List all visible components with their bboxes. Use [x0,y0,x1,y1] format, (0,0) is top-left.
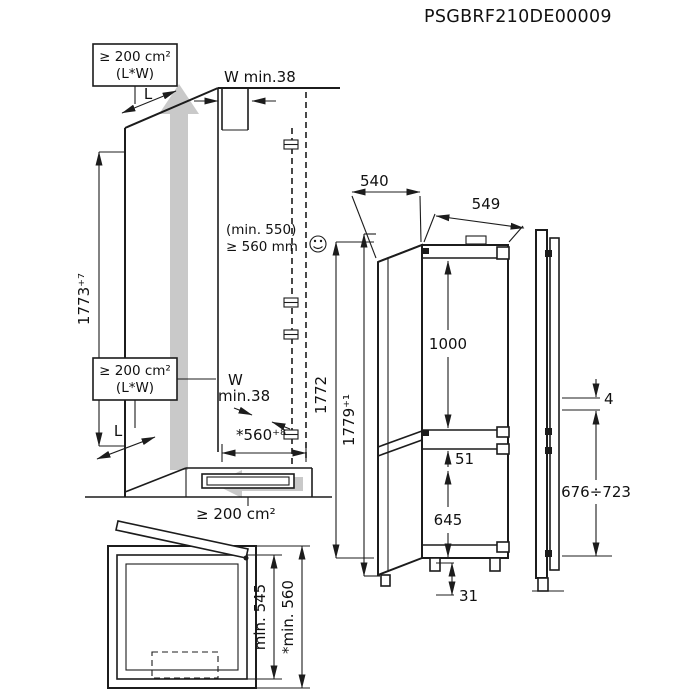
base-31-label: 31 [459,587,478,605]
hinge-bottom [496,541,510,553]
dim-wall-mid: W min.38 [218,371,291,431]
vent-top-area-label: ≥ 200 cm² [99,49,171,65]
hinge-645-label: 645 [434,511,463,529]
vent-label-bottom: ≥ 200 cm² [196,497,276,523]
profile-furniture-door [535,229,548,579]
top-view-open-door [115,520,249,559]
appliance-height-label: 1779⁺¹ [340,394,358,446]
depth-rec-label: ≥ 560 mm [226,239,298,255]
hinge-1000-label: 1000 [429,335,467,353]
dim-depth-545: min. 545 [247,554,282,680]
profile-view [532,229,564,592]
top-view [107,520,257,689]
dim-length-top: L [121,85,177,114]
doc-number: PSGBRF210DE00009 [424,7,612,27]
top-hinge-cover [465,235,487,245]
hinge-marker [283,297,299,308]
dim-handle-range: 676÷723 [561,410,631,557]
hinge-mid-lower [496,443,510,455]
inner-height-label: 1772 [312,376,330,414]
dim-inner-width: *560⁺⁸ [221,426,307,462]
top-view-vent [151,651,219,679]
dim-inner-height: 1772 [312,241,374,559]
niche-height-label: 1773⁺⁷ [75,273,93,325]
vent-mid-area-label: ≥ 200 cm² [99,363,171,379]
appliance-side-face [421,244,509,559]
depth-560-label: *min. 560 [279,580,297,654]
hinge-top [496,246,510,260]
foot [380,574,391,587]
wall-top-label: W min.38 [224,68,296,86]
dim-hinge-645: 645 [434,470,463,558]
note-depth: (min. 550) ≥ 560 mm [226,222,327,255]
airflow-arrow-up [159,84,199,470]
wall-mid-min-label: min.38 [218,387,270,405]
door-gap-label: 4 [604,390,614,408]
vent-mid-area-sub: (L*W) [116,380,154,396]
length-top-label: L [144,85,153,103]
vent-bottom-label: ≥ 200 cm² [196,505,276,523]
dim-appliance-depth: 549 [423,195,525,243]
hinge-marker [283,429,299,440]
dim-base-31: 31 [436,562,478,605]
depth-545-label: min. 545 [251,584,269,650]
vent-top-area-sub: (L*W) [116,66,154,82]
smiley-icon [309,235,327,253]
dim-appliance-height: 1779⁺¹ [340,233,380,577]
depth-min-label: (min. 550) [226,222,296,238]
vent-area-top: ≥ 200 cm² (L*W) [92,43,178,104]
appliance-width-label: 540 [360,172,389,190]
dim-door-gap: 4 [562,379,614,411]
profile-appliance-door [549,237,560,571]
appliance-body [377,235,510,587]
foot [489,557,501,572]
dim-appliance-width: 540 [351,172,422,259]
wall-mid-w-label: W [228,371,243,389]
niche-structure [85,87,340,498]
inner-width-label: *560⁺⁸ [236,426,286,444]
dim-niche-height: 1773⁺⁷ [75,151,124,447]
handle-range-label: 676÷723 [561,483,631,501]
length-mid-label: L [114,422,123,440]
plinth-vent-slot [201,473,295,489]
dim-hinge-51: 51 [444,450,474,468]
profile-foot [537,577,549,592]
vent-area-mid: ≥ 200 cm² (L*W) [92,357,216,428]
dim-hinge-1000: 1000 [429,260,467,429]
hinge-marker [283,139,299,150]
foot [429,557,441,572]
dim-wall-top: W min.38 [194,68,296,105]
hinge-51-label: 51 [455,450,474,468]
dim-depth-560: *min. 560 [256,545,310,689]
hinge-marker [283,329,299,340]
top-view-cabinet [107,545,257,689]
hinge-mid-upper [496,426,510,438]
dim-length-mid: L [96,422,156,460]
door-hinge-point [243,555,249,561]
appliance-depth-label: 549 [472,195,501,213]
appliance-front-face [377,243,423,577]
